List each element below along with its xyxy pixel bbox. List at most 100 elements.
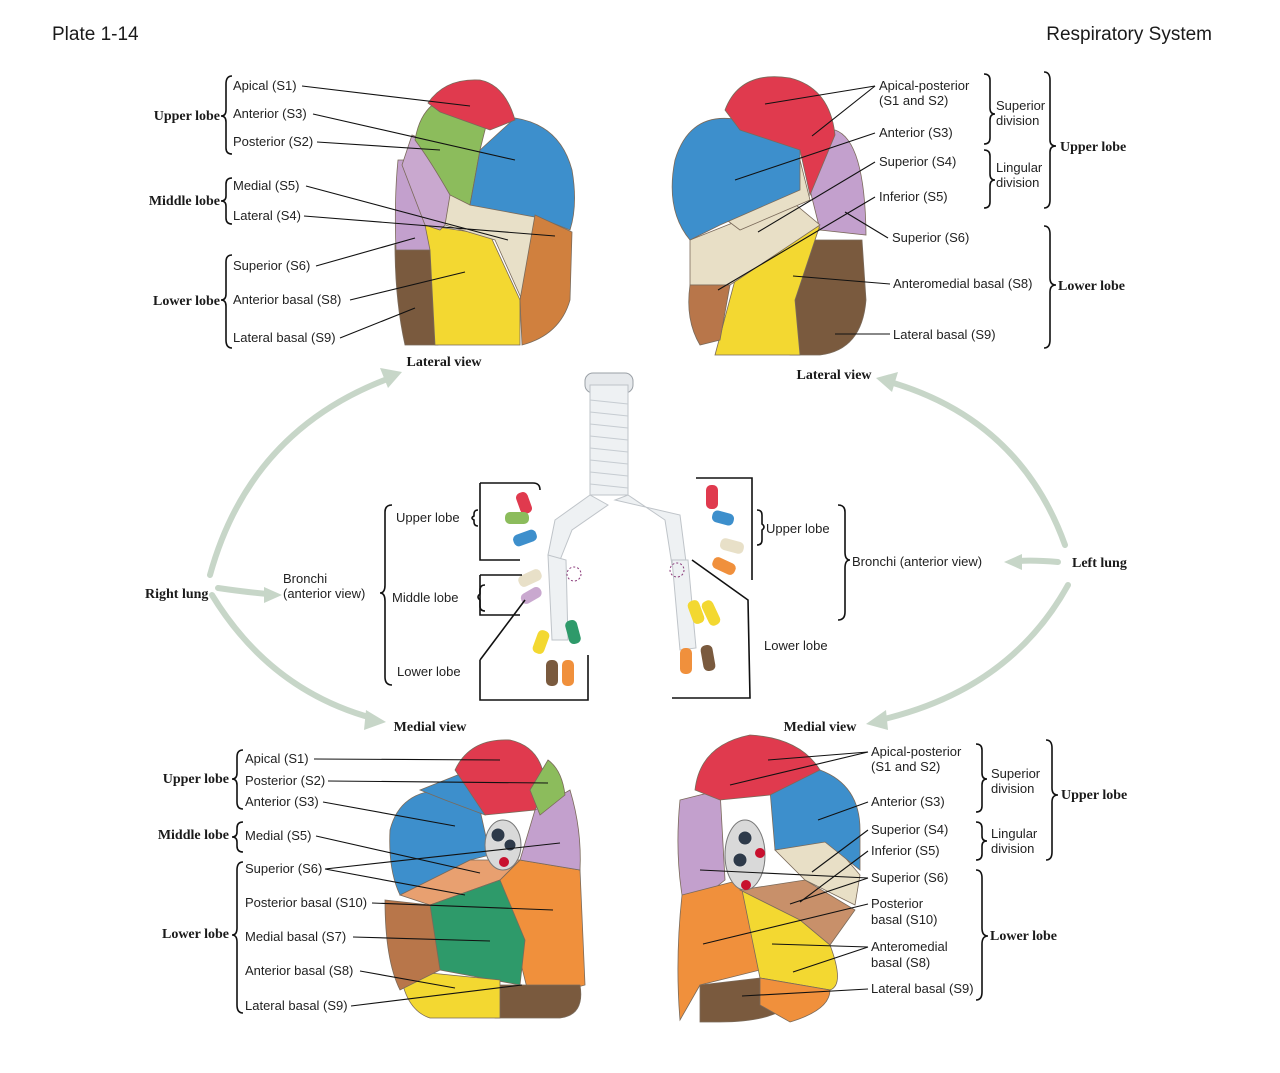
right-lung-lateral-drawing — [394, 79, 575, 346]
ll-med-upper-brace — [1045, 739, 1059, 861]
ll-med-sup-division-label-2: division — [991, 781, 1034, 796]
rl-med-middle-lobe-label: Middle lobe — [158, 828, 229, 843]
ll-med-superior6-label: Superior (S6) — [871, 870, 948, 885]
ll-lat-upper-brace — [1043, 71, 1057, 209]
ll-lat-anteromedial-basal-label: Anteromedial basal (S8) — [893, 276, 1032, 291]
rl-med-posterior-basal-label: Posterior basal (S10) — [245, 895, 367, 910]
bronchi-frames — [479, 477, 753, 701]
bronchi-right-title-2: (anterior view) — [283, 586, 365, 601]
bronchi-l-lower-label: Lower lobe — [764, 638, 828, 653]
rl-med-lower-lobe-label: Lower lobe — [162, 927, 229, 942]
rl-med-lower-brace — [231, 861, 244, 1014]
rl-lat-medial-label: Medial (S5) — [233, 178, 299, 193]
rl-med-posterior-label: Posterior (S2) — [245, 773, 325, 788]
ll-med-anterior-label: Anterior (S3) — [871, 794, 945, 809]
ll-med-sup-division-brace — [975, 743, 988, 813]
ll-lat-apical-posterior-label-2: (S1 and S2) — [879, 93, 948, 108]
rl-med-lateral-basal-label: Lateral basal (S9) — [245, 998, 348, 1013]
ll-lat-lower-brace — [1043, 225, 1057, 349]
ll-med-superior4-label: Superior (S4) — [871, 822, 948, 837]
ll-med-anteromedial-label-2: basal (S8) — [871, 955, 930, 970]
rl-lat-lateral-basal — [394, 244, 439, 346]
bronchi-l-upper-brace — [756, 509, 765, 546]
rl-med-upper-brace — [231, 749, 244, 810]
ll-lat-upper-lobe-label: Upper lobe — [1060, 140, 1126, 155]
ll-med-ling-division-label-2: division — [991, 841, 1034, 856]
rl-med-lateral-brown — [384, 899, 441, 991]
ll-med-lateral-basal-label: Lateral basal (S9) — [871, 981, 974, 996]
rl-lat-lower-brace — [220, 254, 233, 349]
ll-lat-view-caption: Lateral view — [796, 368, 872, 383]
rl-lat-upper-lobe-label: Upper lobe — [154, 109, 220, 124]
rl-med-middle-brace — [231, 821, 244, 853]
ll-lat-superior6-label: Superior (S6) — [892, 230, 969, 245]
ll-lat-ling-division-brace — [983, 149, 996, 209]
rl-med-lateral-basal — [494, 984, 582, 1019]
ll-lat-lower-lobe-label: Lower lobe — [1058, 279, 1125, 294]
rl-lat-middle-brace — [220, 177, 233, 225]
bronchi-right-title-1: Bronchi — [283, 571, 327, 586]
rl-med-leaders — [313, 758, 561, 1007]
bronchi-left-title: Bronchi (anterior view) — [852, 554, 982, 569]
ll-med-apical-posterior-label-2: (S1 and S2) — [871, 759, 940, 774]
rl-lat-view-caption: Lateral view — [406, 355, 482, 370]
bronchi-r-lower-label: Lower lobe — [397, 664, 461, 679]
ll-lat-sup-division-label-1: Superior — [996, 98, 1046, 113]
ll-med-sup-division-label-1: Superior — [991, 766, 1041, 781]
rl-lat-lateral-label: Lateral (S4) — [233, 208, 301, 223]
section-title: Respiratory System — [1046, 24, 1212, 45]
ll-med-lower-lobe-label: Lower lobe — [990, 929, 1057, 944]
ll-lat-brown — [688, 284, 731, 346]
ll-lat-sup-division-label-2: division — [996, 113, 1039, 128]
bronchi-left-main-brace — [837, 504, 851, 621]
bronchi-r-upper-brace — [471, 509, 479, 527]
rl-med-posterior — [529, 759, 566, 816]
ll-lat-sup-division-brace — [983, 73, 996, 145]
rl-lat-apical — [427, 79, 516, 131]
ll-lat-anterior-label: Anterior (S3) — [879, 125, 953, 140]
ll-lat-apical-posterior — [724, 76, 836, 197]
left-lung-lateral-drawing — [671, 76, 867, 356]
rl-lat-posterior-basal — [519, 214, 573, 346]
rl-lat-upper-brace — [220, 75, 233, 155]
ll-med-anterior — [769, 769, 861, 871]
ll-lat-superior4-label: Superior (S4) — [879, 154, 956, 169]
bronchi-l-upper-label: Upper lobe — [766, 521, 830, 536]
bronchi-r-middle-label: Middle lobe — [392, 590, 459, 605]
bronchi-r-upper-label: Upper lobe — [396, 510, 460, 525]
ll-lat-apical-posterior-label-1: Apical-posterior — [879, 78, 970, 93]
connector-arrows — [207, 368, 1071, 730]
bronchi-r-middle-brace — [477, 584, 486, 612]
ll-lat-ling-division-label-2: division — [996, 175, 1039, 190]
right-lung-label: Right lung — [145, 587, 208, 602]
ll-lat-lateral-basal — [789, 239, 867, 356]
ll-med-posterior-basal-label-2: basal (S10) — [871, 912, 937, 927]
ll-lat-leaders — [717, 85, 891, 335]
rl-lat-anterior-label: Anterior (S3) — [233, 106, 307, 121]
ll-med-lower-brace — [975, 869, 989, 1001]
ll-med-posterior-basal-label-1: Posterior — [871, 896, 924, 911]
ll-lat-ling-division-label-1: Lingular — [996, 160, 1043, 175]
rl-lat-apical-label: Apical (S1) — [233, 78, 297, 93]
rl-med-view-caption: Medial view — [394, 720, 468, 735]
rl-lat-anterior-basal-label: Anterior basal (S8) — [233, 292, 341, 307]
ll-med-superior6-brown — [738, 879, 856, 946]
ll-med-upper-lobe-label: Upper lobe — [1061, 788, 1127, 803]
ll-med-view-caption: Medial view — [784, 720, 858, 735]
rl-med-upper-lobe-label: Upper lobe — [163, 772, 229, 787]
ll-med-leaders — [699, 751, 869, 997]
rl-med-apical-label: Apical (S1) — [245, 751, 309, 766]
left-lung-medial-drawing — [677, 734, 861, 1023]
rl-med-medial-label: Medial (S5) — [245, 828, 311, 843]
bronchial-tree-drawing — [505, 372, 745, 686]
rl-lat-leaders — [301, 85, 556, 339]
ll-lat-inferior5-label: Inferior (S5) — [879, 189, 948, 204]
rl-med-medial-basal-label: Medial basal (S7) — [245, 929, 346, 944]
rl-med-anterior-label: Anterior (S3) — [245, 794, 319, 809]
ll-med-ling-division-brace — [975, 821, 988, 861]
plate-number: Plate 1-14 — [52, 24, 139, 45]
ll-med-purple — [677, 789, 726, 901]
rl-lat-posterior-label: Posterior (S2) — [233, 134, 313, 149]
rl-lat-middle-lobe-label: Middle lobe — [149, 194, 220, 209]
